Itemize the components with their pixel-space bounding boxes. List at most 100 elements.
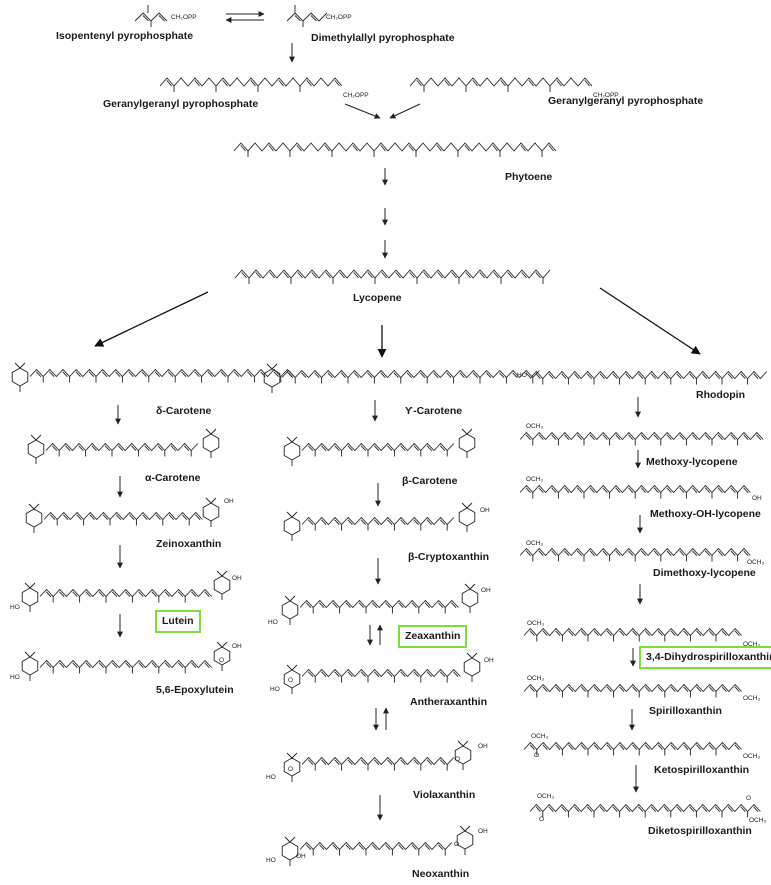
double-bond [666, 434, 672, 440]
double-bond [580, 630, 587, 636]
gem-methyl [210, 428, 217, 435]
double-bond [371, 602, 378, 608]
double-bond [692, 550, 698, 556]
gem-methyl [14, 362, 21, 369]
label-neoxanthin: Neoxanthin [412, 868, 470, 880]
double-bond [437, 844, 444, 850]
double-bond [593, 686, 599, 692]
double-bond [413, 445, 419, 451]
double-bond [385, 602, 391, 608]
double-bond [367, 372, 373, 378]
atom-label: HO [266, 857, 276, 864]
double-bond [593, 744, 599, 750]
gem-methyl [291, 752, 298, 759]
double-bond [115, 514, 122, 520]
chain-backbone [301, 756, 455, 766]
double-bond [529, 630, 535, 636]
double-bond [535, 806, 541, 812]
double-bond [72, 591, 78, 597]
double-bond [151, 662, 157, 668]
molecule-delta-carotene-chain [29, 368, 295, 383]
double-bond [619, 686, 625, 692]
double-bond [640, 434, 647, 440]
double-bond [743, 487, 749, 493]
gem-methyl [29, 651, 36, 658]
gem-methyl [205, 497, 212, 504]
label-ggpp-left: Geranylgeranyl pyrophosphate [103, 98, 259, 110]
double-bond [619, 630, 625, 636]
gem-methyl [216, 570, 223, 577]
double-bond [525, 372, 531, 378]
double-bond [334, 519, 340, 525]
ring-outline [21, 656, 39, 676]
double-bond [125, 591, 131, 597]
double-bond [666, 550, 672, 556]
double-bond [347, 671, 353, 677]
double-bond [91, 445, 97, 451]
double-bond [676, 806, 682, 812]
double-bond [743, 550, 749, 556]
chain-backbone [409, 77, 593, 87]
label-zeinoxanthin: Zeinoxanthin [156, 538, 222, 550]
double-bond [75, 371, 81, 377]
double-bond [45, 662, 52, 668]
ring-violaxanthin-right [454, 740, 472, 770]
double-bond [426, 759, 433, 765]
double-bond [529, 686, 535, 692]
double-bond [753, 373, 759, 379]
label-dimethoxy-lycopene: Dimethoxy-lycopene [653, 567, 756, 579]
double-bond [128, 371, 134, 377]
double-bond [88, 371, 95, 377]
double-bond [101, 371, 108, 377]
label-lutein-highlighted: Lutein [155, 610, 201, 633]
double-bond [194, 80, 200, 87]
double-bond [538, 487, 544, 493]
double-bond [393, 372, 399, 378]
label-lycopene: Lycopene [353, 292, 402, 304]
atom-label: OH [480, 507, 490, 514]
molecule-neoxanthin-chain [299, 841, 453, 856]
double-bond [625, 373, 631, 379]
double-bond [332, 602, 338, 608]
double-bond [98, 591, 105, 597]
double-bond [360, 759, 367, 765]
gem-methyl [462, 740, 469, 747]
gem-methyl [466, 652, 473, 659]
double-bond [721, 744, 727, 750]
double-bond [321, 671, 327, 677]
double-bond [373, 445, 380, 451]
double-bond [426, 519, 433, 525]
double-bond [451, 602, 457, 608]
atom-label: OH [481, 587, 491, 594]
double-bond [717, 487, 723, 493]
double-bond [679, 434, 685, 440]
ring-delta-carotene [11, 362, 29, 392]
double-bond [446, 372, 452, 378]
chain-backbone [299, 599, 459, 609]
double-bond [424, 602, 431, 608]
double-bond [408, 145, 414, 152]
ring-outline [202, 502, 220, 522]
atom-label: CH₂OPP [171, 14, 197, 21]
double-bond [730, 434, 736, 440]
label-phytoene: Phytoene [505, 171, 553, 183]
double-bond [268, 145, 274, 152]
double-bond [499, 372, 505, 378]
double-bond [334, 671, 340, 677]
molecule-rhodopin-chain [529, 370, 768, 385]
chain-backbone [29, 368, 295, 378]
double-bond [325, 272, 331, 279]
double-bond [564, 487, 570, 493]
double-bond [704, 550, 711, 556]
double-bond [576, 550, 583, 556]
double-bond [606, 686, 612, 692]
ring-outline [283, 516, 301, 536]
double-bond [666, 487, 672, 493]
ring-outline [283, 441, 301, 461]
label-delta-carotene: δ-Carotene [156, 405, 212, 417]
double-bond [670, 630, 676, 636]
double-bond [413, 519, 419, 525]
double-bond [683, 744, 689, 750]
double-bond [65, 445, 71, 451]
